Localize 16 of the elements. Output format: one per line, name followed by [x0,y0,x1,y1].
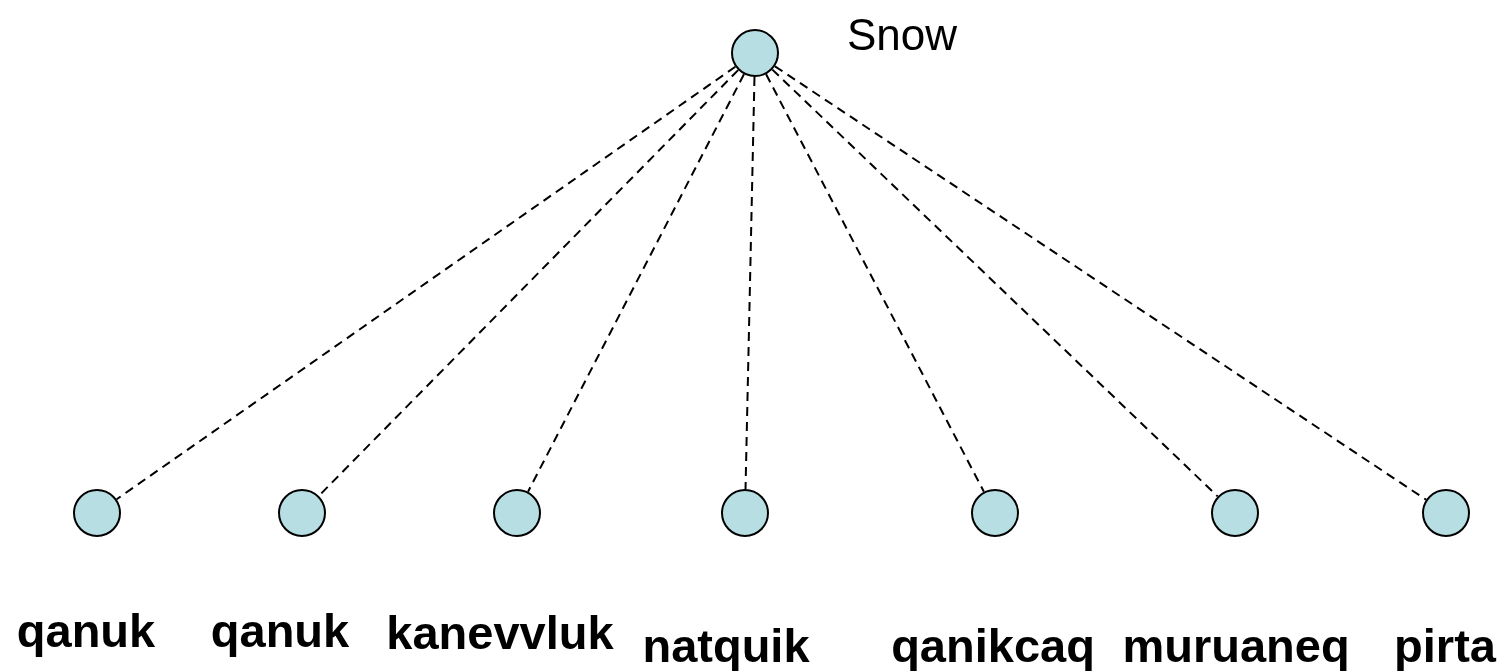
circle-node [971,489,1019,537]
dashed-connector [527,73,745,493]
dashed-connector [115,65,737,501]
circle-node [1211,489,1259,537]
circle-node [73,489,121,537]
dashed-connector [765,73,985,493]
circle-node [731,29,779,77]
node-label: Snow [847,13,958,57]
node-label: kanevvluk [386,609,614,656]
dashed-connector [774,65,1427,501]
dashed-connector [771,68,1219,498]
circle-node [721,489,769,537]
dashed-connector [744,76,756,490]
circle-node [493,489,541,537]
circle-node [278,489,326,537]
circle-node [1422,489,1470,537]
